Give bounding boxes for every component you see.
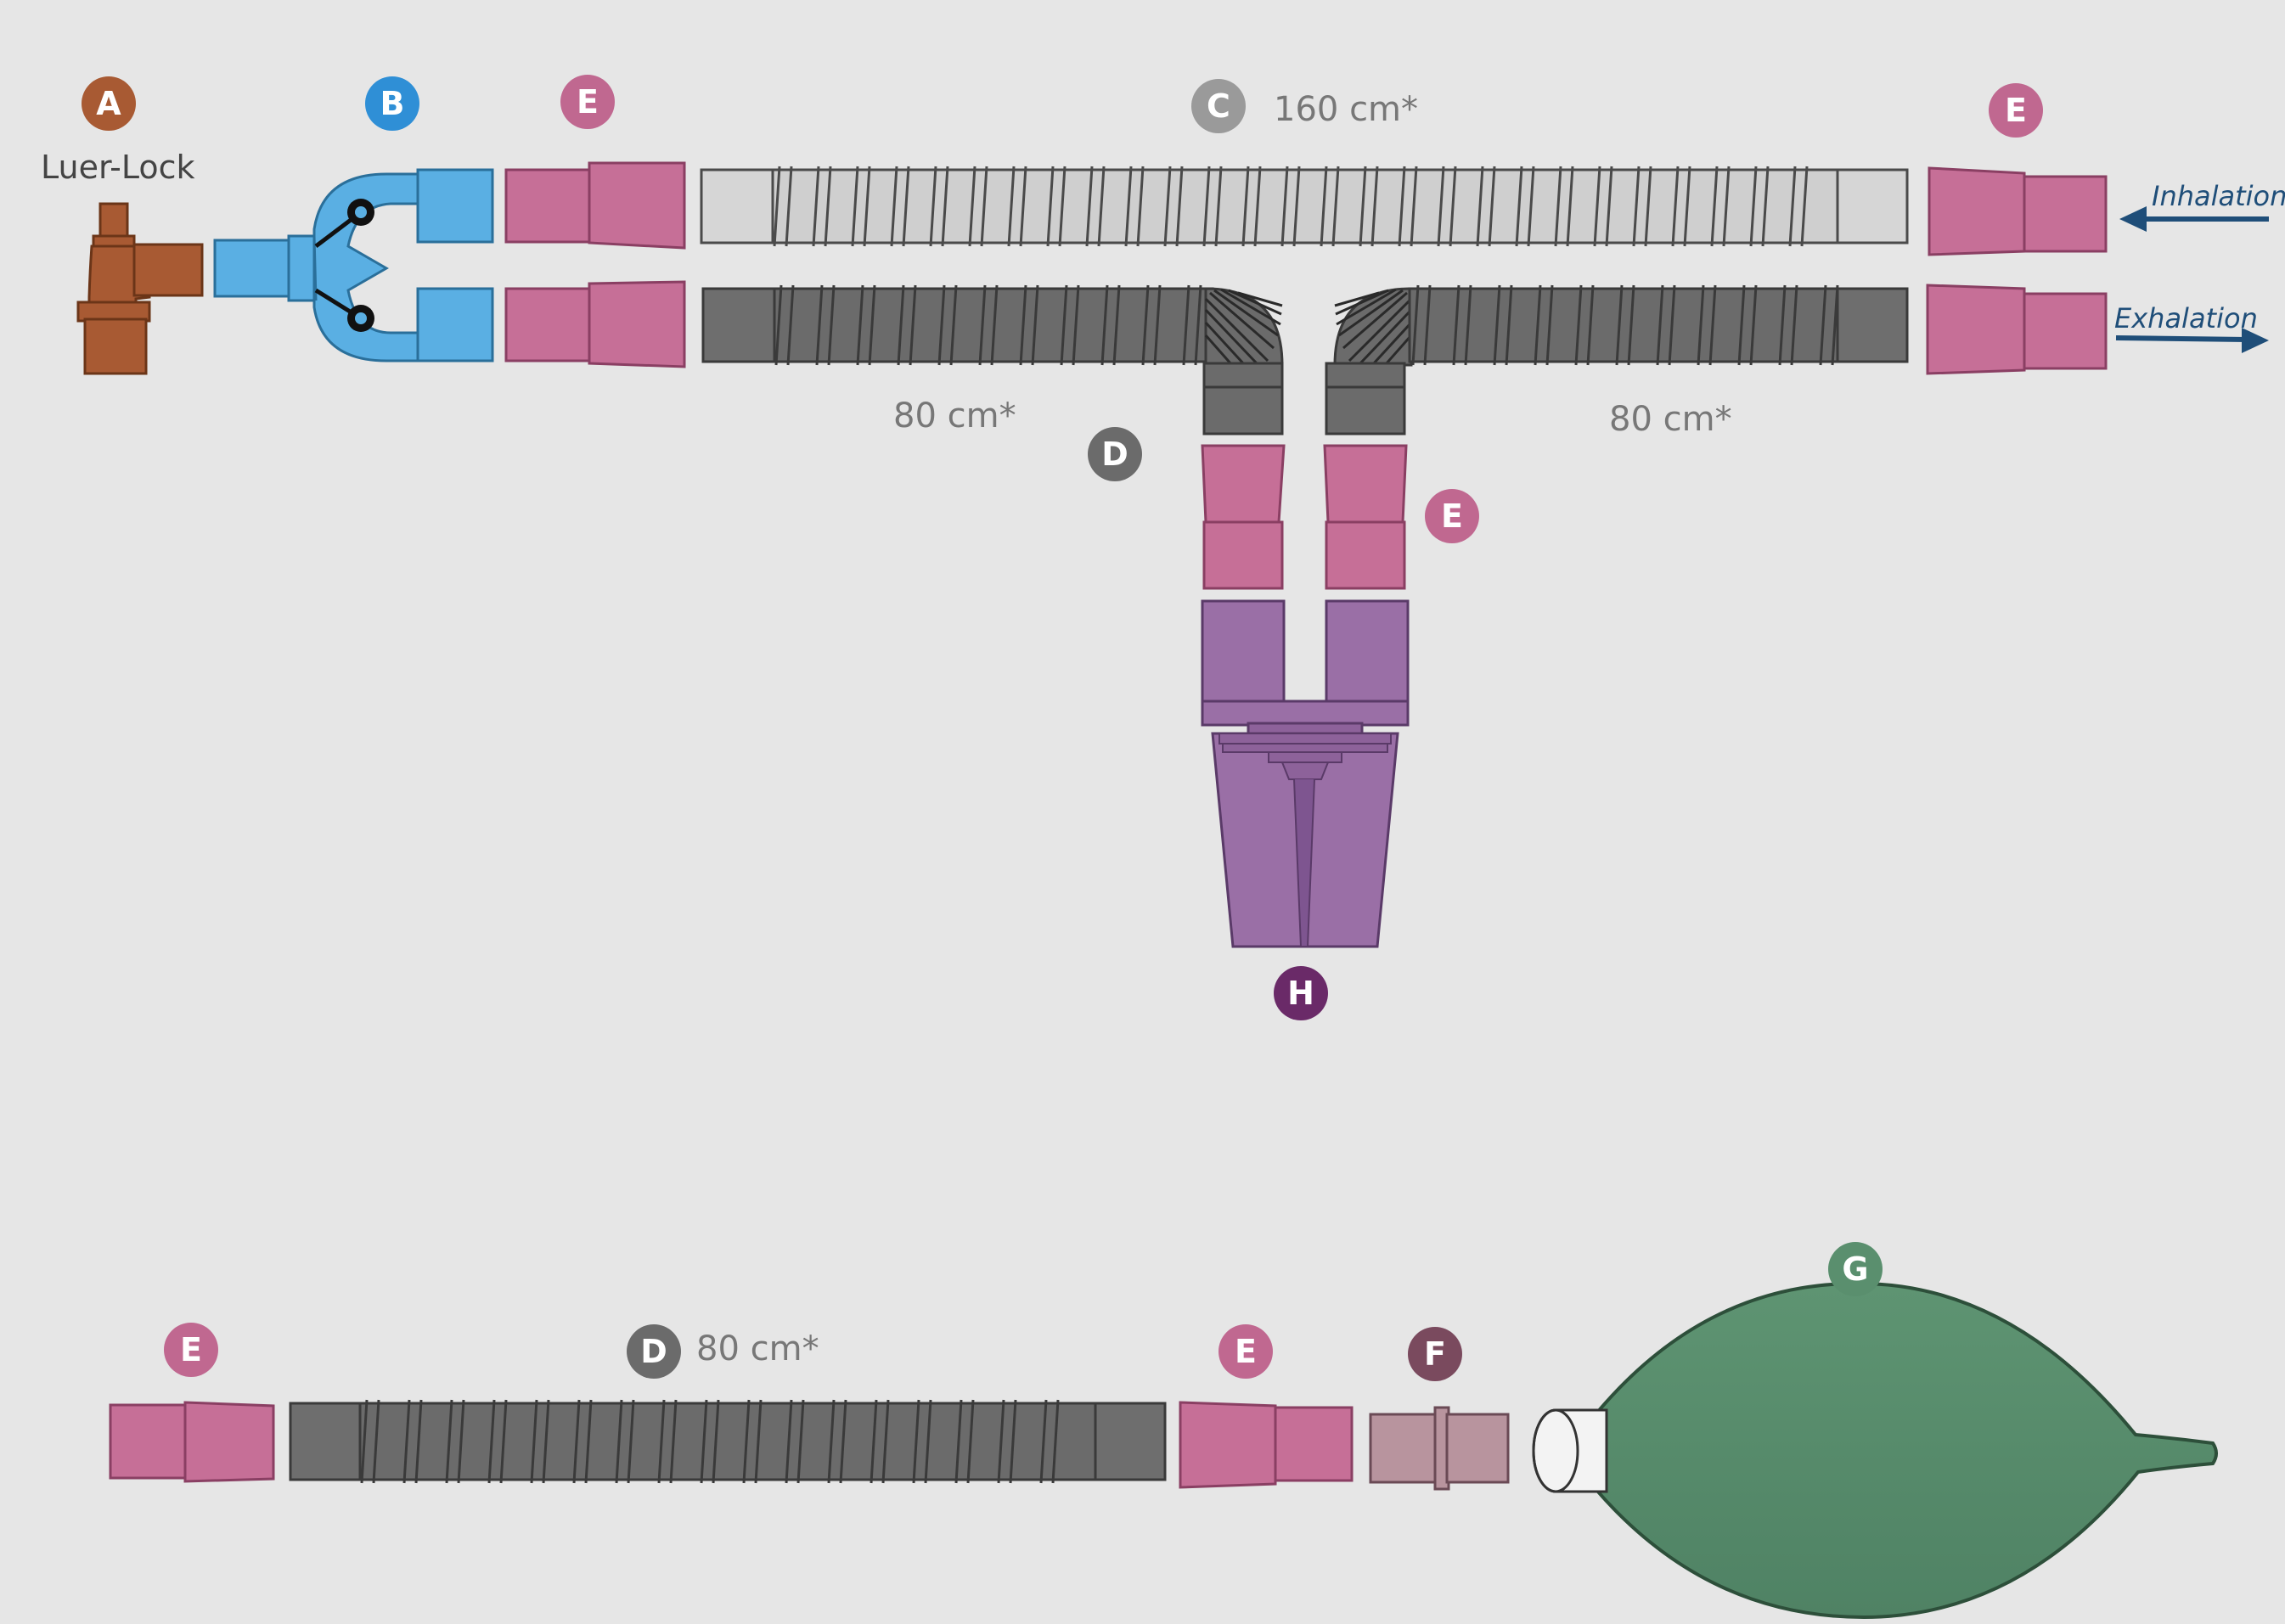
y-piece[interactable] — [213, 168, 494, 362]
badge-a: A — [82, 76, 136, 131]
exhalation-label: Exhalation — [2114, 302, 2258, 334]
badge-d-top: D — [1088, 427, 1142, 481]
svg-text:E: E — [2005, 92, 2027, 129]
badge-f: F — [1408, 1327, 1462, 1381]
badge-h: H — [1274, 966, 1328, 1020]
badge-e-2: E — [1989, 83, 2043, 138]
badge-e-1: E — [560, 75, 615, 129]
svg-text:E: E — [180, 1331, 202, 1368]
luer-lock-label: Luer-Lock — [41, 149, 195, 186]
svg-text:E: E — [577, 83, 599, 121]
adapter-e-left-bottom[interactable] — [504, 280, 686, 368]
svg-text:D: D — [640, 1333, 667, 1370]
exhalation-tube-d-left[interactable] — [701, 284, 1284, 436]
svg-text:B: B — [380, 85, 405, 122]
adapter-e-right-top[interactable] — [1928, 166, 2108, 256]
inhalation-label: Inhalation — [2152, 180, 2285, 212]
tube-c-length-label: 160 cm* — [1274, 90, 1418, 129]
svg-text:C: C — [1207, 87, 1230, 125]
svg-text:D: D — [1101, 436, 1128, 473]
valve-f[interactable] — [1369, 1406, 1510, 1491]
svg-text:F: F — [1424, 1335, 1446, 1373]
svg-text:H: H — [1287, 975, 1314, 1012]
badge-e-4: E — [164, 1323, 218, 1377]
adapter-e-bottom-left[interactable] — [109, 1401, 275, 1483]
badge-e-3: E — [1425, 489, 1479, 543]
svg-text:E: E — [1441, 497, 1463, 535]
svg-text:E: E — [1235, 1333, 1257, 1370]
tube-d-bottom-length-label: 80 cm* — [696, 1329, 819, 1368]
badge-g: G — [1828, 1242, 1883, 1296]
adapter-e-center-right[interactable] — [1323, 444, 1408, 590]
tube-d-right-length-label: 80 cm* — [1609, 400, 1732, 439]
badge-e-5: E — [1218, 1324, 1273, 1379]
adapter-e-left-top[interactable] — [504, 161, 686, 250]
adapter-e-right-bottom[interactable] — [1926, 284, 2108, 375]
bag-tube-d-bottom[interactable] — [289, 1399, 1167, 1484]
manifold-h[interactable] — [1201, 599, 1410, 948]
tube-d-left-length-label: 80 cm* — [893, 396, 1016, 436]
svg-text:G: G — [1842, 1250, 1868, 1288]
exhalation-tube-d-right[interactable] — [1325, 284, 1909, 436]
inhalation-tube-c[interactable] — [700, 166, 1909, 247]
adapter-e-bottom-right[interactable] — [1179, 1401, 1354, 1489]
badge-b: B — [365, 76, 419, 131]
arrow-right-icon — [2115, 328, 2269, 353]
badge-d-bottom: D — [627, 1324, 681, 1379]
arrow-left-icon — [2119, 206, 2269, 232]
svg-text:A: A — [96, 85, 121, 122]
luer-lock-elbow[interactable] — [76, 202, 204, 375]
breathing-bag-g[interactable] — [1532, 1281, 2218, 1620]
badge-c: C — [1191, 79, 1246, 133]
adapter-e-center-left[interactable] — [1201, 444, 1286, 590]
